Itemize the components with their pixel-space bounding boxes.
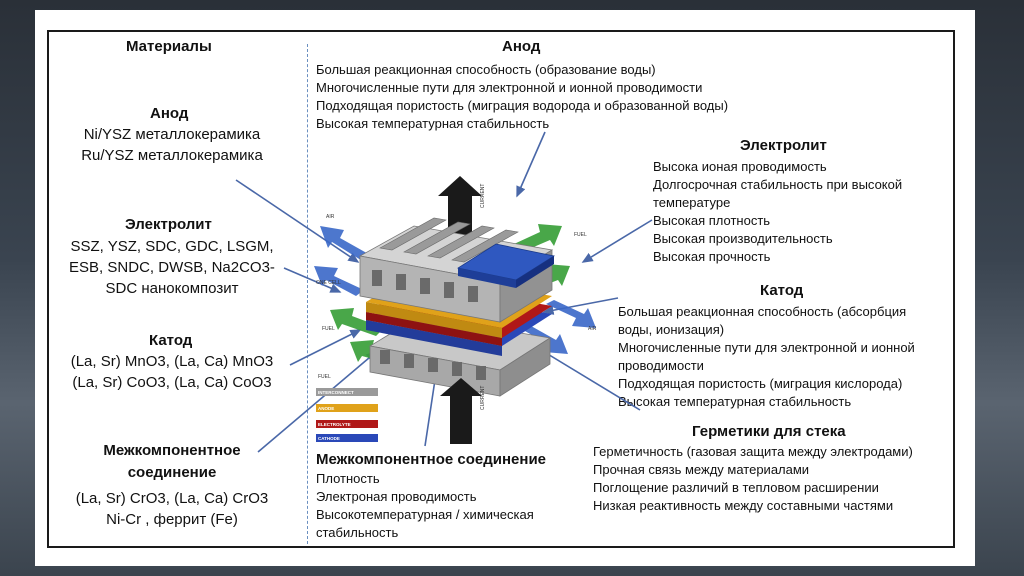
properties-cathode-line: проводимости (618, 358, 704, 373)
properties-electrolyte-line: Высокая производительность (653, 231, 833, 246)
legend-swatch (316, 404, 378, 412)
diagram-frame (47, 30, 955, 548)
layer-legend: INTERCONNECT ANODE ELECTROLYTE CATHODE (316, 388, 378, 442)
materials-anode-line: Ni/YSZ металлокерамика (83, 126, 261, 143)
legend-label: CATHODE (318, 436, 340, 441)
properties-interconnect-list: Плотность Электроная проводимость Высоко… (316, 470, 534, 542)
pointer-line-interconnect-material (257, 350, 378, 453)
properties-sealants-line: Прочная связь между материалами (593, 462, 810, 477)
pointer-line-cathode-material (289, 329, 362, 366)
pointer-lines (235, 131, 653, 453)
properties-interconnect-line: стабильность (316, 525, 399, 540)
properties-sealants-line: Герметичность (газовая защита между элек… (593, 444, 913, 459)
pointer-line-electrolyte-material (283, 267, 342, 293)
legend-swatch (316, 434, 378, 442)
properties-electrolyte-line: Высокая плотность (653, 213, 771, 228)
properties-cathode-line: Многочисленные пути для электронной и ио… (618, 340, 915, 355)
materials-interconnect-title: Межкомпонентное соединение (62, 440, 282, 484)
properties-cathode-list: Большая реакционная способность (абсорбц… (618, 303, 915, 411)
legend-swatch (316, 420, 378, 428)
materials-heading: Материалы (126, 38, 212, 55)
properties-anode-title: Анод (502, 38, 541, 55)
properties-anode-line: Высокая температурная стабильность (316, 116, 550, 131)
label-one-cell: ONE CELL (316, 280, 341, 286)
materials-cathode-line: (La, Sr) CoO3, (La, Ca) CoO3 (72, 374, 272, 391)
materials-interconnect-line: Ni-Cr , феррит (Fe) (106, 511, 238, 528)
pointer-line-electrolyte-property (581, 219, 653, 263)
properties-interconnect-line: Высокотемпературная / химическая (316, 507, 534, 522)
materials-interconnect-line: (La, Sr) CrO3, (La, Ca) CrO3 (75, 490, 269, 507)
legend-label: INTERCONNECT (318, 390, 354, 395)
properties-sealants-line: Низкая реактивность между составными час… (593, 498, 894, 513)
label-current-top: CURRENT (480, 184, 486, 208)
properties-sealants-line: Поглощение различий в тепловом расширени… (593, 480, 879, 495)
materials-electrolyte-title: Электролит (125, 216, 212, 233)
pointer-line-cathode-property (542, 297, 619, 315)
properties-sealants-title: Герметики для стека (692, 423, 846, 440)
label-air-right: AIR (588, 326, 597, 332)
properties-interconnect-title: Межкомпонентное соединение (316, 451, 547, 468)
label-fuel-left: FUEL (322, 326, 335, 332)
properties-anode-line: Многочисленные пути для электронной и ио… (316, 80, 703, 95)
materials-anode-list: Ni/YSZ металлокерамика Ru/YSZ металлокер… (62, 124, 282, 166)
materials-cathode-title: Катод (149, 332, 193, 349)
current-arrow-top: CURRENT (438, 176, 486, 236)
label-fuel-low: FUEL (318, 374, 331, 380)
materials-electrolyte-line: SDC нанокомпозит (105, 280, 239, 297)
label-air-left: AIR (326, 214, 335, 220)
pointer-line-anode-material (235, 179, 360, 263)
materials-interconnect-list: (La, Sr) CrO3, (La, Ca) CrO3 Ni-Cr , фер… (57, 488, 287, 530)
legend-swatch (316, 388, 378, 396)
properties-electrolyte-title: Электролит (740, 137, 827, 154)
cell-stack (358, 217, 556, 397)
properties-electrolyte-line: температуре (653, 195, 731, 210)
properties-sealants-list: Герметичность (газовая защита между элек… (593, 443, 913, 515)
materials-anode-line: Ru/YSZ металлокерамика (81, 147, 263, 164)
properties-cathode-title: Катод (760, 282, 804, 299)
column-divider (307, 44, 308, 544)
properties-cathode-line: Высокая температурная стабильность (618, 394, 852, 409)
properties-cathode-line: Подходящая пористость (миграция кислород… (618, 376, 903, 391)
pointer-line-anode-property (516, 131, 546, 198)
properties-cathode-line: Большая реакционная способность (абсорбц… (618, 304, 907, 319)
properties-anode-list: Большая реакционная способность (образов… (316, 61, 728, 133)
properties-electrolyte-line: Высока ионая проводимость (653, 159, 827, 174)
materials-interconnect-title-line: Межкомпонентное (103, 442, 241, 459)
materials-electrolyte-line: ESB, SNDC, DWSB, Na2CO3- (69, 259, 275, 276)
properties-electrolyte-line: Долгосрочная стабильность при высокой (653, 177, 903, 192)
legend-label: ELECTROLYTE (318, 422, 351, 427)
materials-electrolyte-list: SSZ, YSZ, SDC, GDC, LSGM, ESB, SNDC, DWS… (52, 236, 292, 299)
properties-interconnect-line: Плотность (316, 471, 380, 486)
properties-electrolyte-line: Высокая прочность (653, 249, 771, 264)
properties-interconnect-line: Электроная проводимость (316, 489, 477, 504)
materials-cathode-list: (La, Sr) MnO3, (La, Ca) MnO3 (La, Sr) Co… (57, 351, 287, 393)
current-arrow-bottom: CURRENT (440, 378, 486, 444)
properties-cathode-line: воды, ионизация) (618, 322, 725, 337)
label-current-bottom: CURRENT (480, 386, 486, 410)
properties-anode-line: Подходящая пористость (миграция водорода… (316, 98, 729, 113)
legend-label: ANODE (318, 406, 334, 411)
materials-interconnect-title-line: соединение (127, 464, 217, 481)
properties-anode-line: Большая реакционная способность (образов… (316, 62, 656, 77)
materials-electrolyte-line: SSZ, YSZ, SDC, GDC, LSGM, (70, 238, 274, 255)
materials-cathode-line: (La, Sr) MnO3, (La, Ca) MnO3 (70, 353, 274, 370)
materials-anode-title: Анод (150, 105, 189, 122)
properties-electrolyte-list: Высока ионая проводимость Долгосрочная с… (653, 158, 902, 266)
label-fuel-right: FUEL (574, 232, 587, 238)
